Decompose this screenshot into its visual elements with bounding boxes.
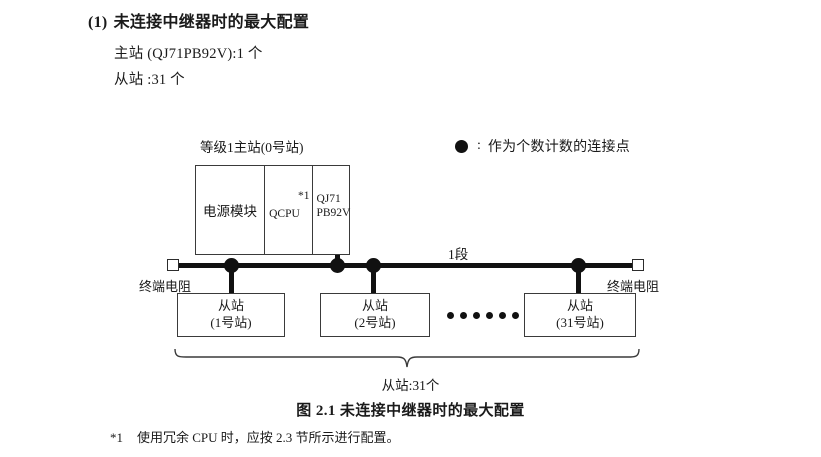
legend-label: 作为个数计数的连接点 [487, 140, 630, 155]
slave-name-2: 从站 [361, 298, 388, 314]
heading-number: (1) [88, 14, 108, 31]
ellipsis-dot [473, 312, 480, 319]
slave-station-number-2: (2号站) [354, 315, 396, 330]
power-module-label: 电源模块 [203, 204, 258, 219]
bus-node-slave-2 [366, 258, 381, 273]
spec-slave-station: 从站 :31 个 [114, 72, 185, 88]
slave-name-31: 从站 [566, 298, 593, 314]
slave-name-1: 从站 [217, 298, 244, 314]
master-rack: 电源模块 *1 QCPU QJ71 PB92V [195, 165, 350, 255]
figure-caption: 图 2.1 未连接中继器时的最大配置 [296, 403, 525, 419]
terminator-left-icon [167, 259, 179, 271]
filled-circle-icon [455, 139, 468, 153]
slave-station-box-2: 从站 (2号站) [320, 293, 430, 337]
footnote: *1 使用冗余 CPU 时，应按 2.3 节所示进行配置。 [110, 427, 400, 446]
network-module-line1: QJ71 [316, 193, 341, 205]
ellipsis-dot [460, 312, 467, 319]
drop-line-slave-31 [576, 266, 581, 293]
spec-master-station: 主站 (QJ71PB92V):1 个 [114, 46, 263, 62]
legend-colon: : [477, 138, 481, 153]
bus-node-master [330, 258, 345, 273]
legend: : 作为个数计数的连接点 [455, 136, 630, 156]
bus-node-slave-1 [224, 258, 239, 273]
cpu-footnote-mark: *1 [297, 190, 310, 202]
ellipsis-icon [447, 312, 519, 319]
rack-slot-power-module: 电源模块 [196, 166, 264, 254]
ellipsis-dot [512, 312, 519, 319]
bus-node-slave-31 [571, 258, 586, 273]
ellipsis-dot [486, 312, 493, 319]
drop-line-slave-2 [371, 266, 376, 293]
terminator-right-icon [632, 259, 644, 271]
terminator-left-label: 终端电阻 [139, 279, 192, 294]
footnote-mark: *1 [110, 430, 123, 445]
slave-count-label: 从站:31个 [381, 378, 440, 393]
slave-station-number-31: (31号站) [556, 315, 604, 330]
brace-svg [174, 348, 640, 368]
network-module-label: QJ71 PB92V [316, 192, 350, 221]
cpu-label: QCPU [269, 208, 300, 220]
slave-count-brace [172, 348, 642, 375]
slave-station-number-1: (1号站) [210, 315, 252, 330]
network-module-line2: PB92V [316, 207, 351, 220]
ellipsis-dot [447, 312, 454, 319]
rack-slot-network-module: QJ71 PB92V [312, 166, 350, 254]
terminator-right-label: 终端电阻 [607, 279, 660, 294]
ellipsis-dot [499, 312, 506, 319]
segment-label: 1段 [448, 247, 469, 262]
drop-line-slave-1 [229, 266, 234, 293]
bus-line [176, 263, 638, 268]
page-title: (1) 未连接中继器时的最大配置 [88, 8, 309, 32]
slave-station-box-1: 从站 (1号站) [177, 293, 285, 337]
footnote-text: 使用冗余 CPU 时，应按 2.3 节所示进行配置。 [137, 430, 400, 445]
rack-slot-cpu: *1 QCPU [264, 166, 312, 254]
master-station-label: 等级1主站(0号站) [200, 140, 304, 155]
slave-station-box-31: 从站 (31号站) [524, 293, 636, 337]
heading-text: 未连接中继器时的最大配置 [113, 14, 310, 31]
